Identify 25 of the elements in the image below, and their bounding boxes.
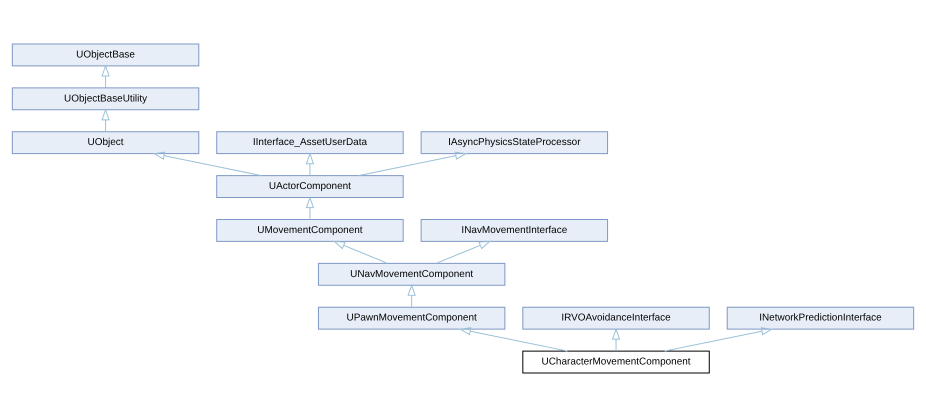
node-box: UCharacterMovementComponent <box>522 350 710 373</box>
arrow <box>358 151 468 176</box>
node-box: UObject <box>12 130 200 154</box>
node-box: UPawnMovementComponent <box>318 306 506 330</box>
arrow <box>333 240 388 264</box>
node-box: UObjectBaseUtility <box>12 86 200 110</box>
node-box: UMovementComponent <box>216 218 404 242</box>
node-box: IAsyncPhysicsStateProcessor <box>420 130 608 154</box>
arrow <box>306 196 314 220</box>
node-box: UNavMovementComponent <box>318 262 506 286</box>
arrow <box>306 152 314 176</box>
arrow <box>436 240 491 264</box>
node-box: UObjectBase <box>12 43 200 66</box>
arrow <box>407 283 416 308</box>
arrow <box>458 326 568 352</box>
node-box: UActorComponent <box>216 174 404 198</box>
node-box: INavMovementInterface <box>420 218 608 242</box>
arrow <box>664 326 774 352</box>
arrow <box>612 327 620 351</box>
node-box: IRVOAvoidanceInterface <box>522 306 710 330</box>
arrow <box>101 64 110 88</box>
node-box: IInterface_AssetUserData <box>216 130 404 154</box>
node-box: INetworkPredictionInterface <box>726 306 914 330</box>
arrow <box>101 108 110 132</box>
arrow <box>152 151 262 176</box>
